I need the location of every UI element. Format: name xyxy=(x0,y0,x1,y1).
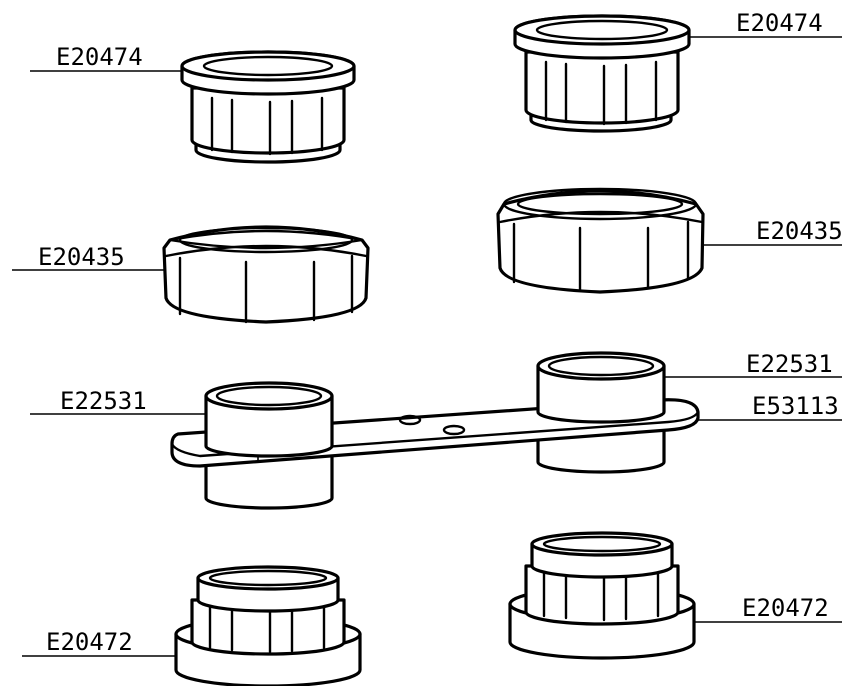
tube-right-upper xyxy=(536,351,666,424)
flanged-bush-top-left xyxy=(180,50,356,164)
stepped-bush-bottom-left xyxy=(174,565,362,686)
label-top-right: E20474 xyxy=(736,9,823,37)
label-nut-left: E20435 xyxy=(38,243,125,271)
stepped-bush-bottom-right xyxy=(508,531,696,660)
flanged-bush-top-right xyxy=(513,14,691,133)
tube-left-upper xyxy=(204,381,334,458)
hex-nut-left xyxy=(162,225,370,324)
label-bottom-left: E20472 xyxy=(46,628,133,656)
label-tube-left: E22531 xyxy=(60,387,147,415)
label-plate: E53113 xyxy=(752,392,839,420)
label-top-left: E20474 xyxy=(56,43,143,71)
label-bottom-right: E20472 xyxy=(742,594,829,622)
label-tube-right: E22531 xyxy=(746,350,833,378)
hex-nut-right xyxy=(496,187,705,294)
label-nut-right: E20435 xyxy=(756,217,843,245)
